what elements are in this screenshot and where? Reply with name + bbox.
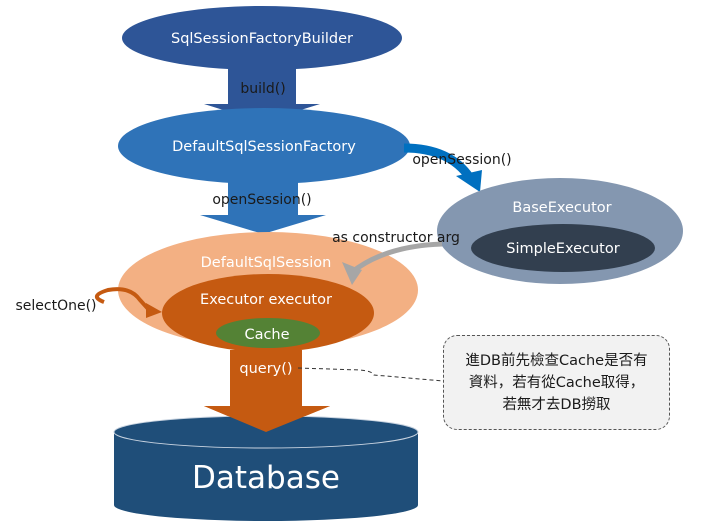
executor-label: Executor executor [200, 292, 332, 308]
simple-executor-label: SimpleExecutor [506, 241, 619, 257]
executor-node[interactable] [162, 274, 374, 352]
select-one-arrowhead [146, 303, 162, 318]
open-session-down-label: openSession() [212, 192, 311, 208]
note-line: 資料，若有從Cache取得， [468, 374, 645, 391]
constructor-arg-label: as constructor arg [332, 230, 460, 246]
constructor-arg-arrow [350, 241, 443, 274]
build-arrow [204, 66, 320, 122]
factory-node[interactable] [118, 108, 410, 184]
note-connector [297, 367, 444, 382]
base-executor-label: BaseExecutor [512, 200, 611, 216]
builder-label: SqlSessionFactoryBuilder [171, 31, 353, 47]
simple-executor-node[interactable] [471, 224, 655, 272]
factory-label: DefaultSqlSessionFactory [172, 139, 356, 155]
query-arrow-tip [204, 406, 330, 432]
open-session-down-arrow [200, 180, 326, 234]
select-one-label: selectOne() [15, 298, 96, 314]
session-label: DefaultSqlSession [201, 255, 332, 271]
builder-node[interactable] [122, 6, 402, 70]
open-session-side-label: openSession() [412, 152, 511, 168]
constructor-arg-arrowhead [342, 262, 362, 285]
query-label: query() [239, 361, 292, 377]
cache-node[interactable] [216, 318, 320, 348]
database-label: Database [192, 460, 340, 496]
select-one-arrow [95, 287, 152, 313]
note-line: 若無才去DB撈取 [502, 396, 611, 413]
open-session-side-arrowhead [456, 170, 482, 192]
note-line: 進DB前先檢查Cache是否有 [465, 352, 648, 369]
open-session-side-arrow [403, 143, 474, 181]
cache-label: Cache [244, 327, 289, 343]
cache-note: 進DB前先檢查Cache是否有 資料，若有從Cache取得， 若無才去DB撈取 [443, 335, 670, 430]
build-label: build() [240, 81, 285, 97]
